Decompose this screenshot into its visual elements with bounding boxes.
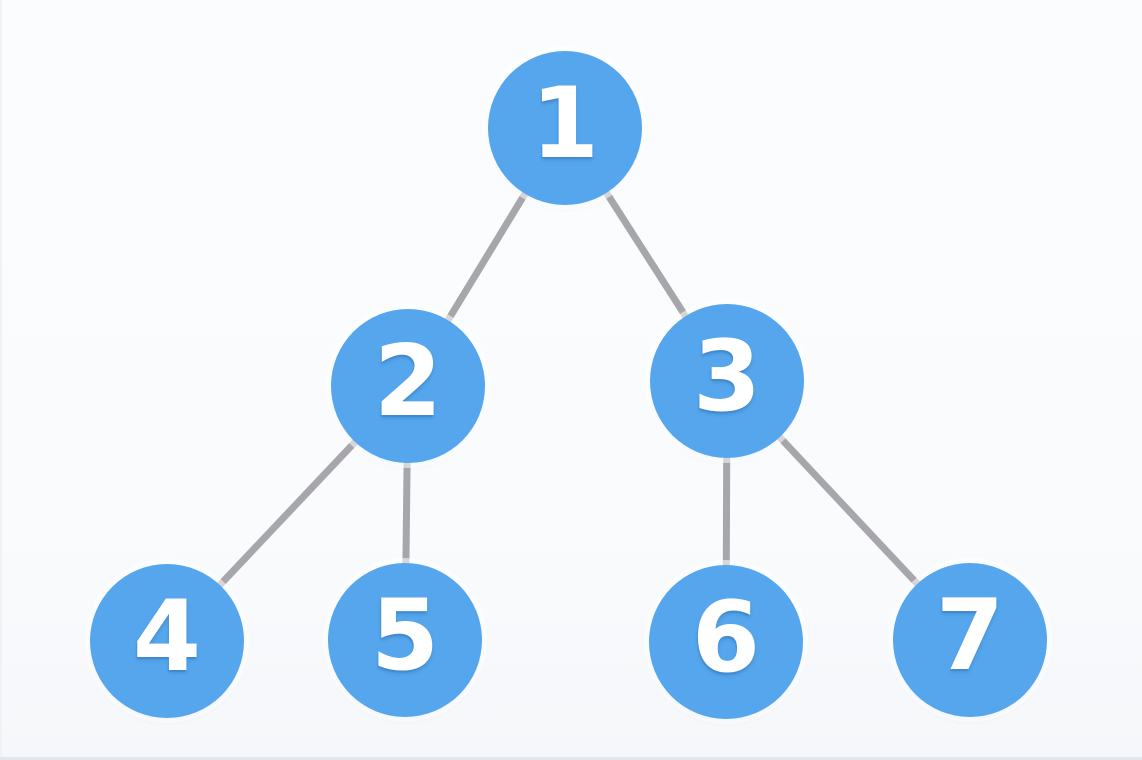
- node-label: 1: [530, 67, 600, 181]
- node-label: 2: [373, 325, 443, 439]
- node-label: 7: [935, 579, 1005, 693]
- tree-node-3: 3: [650, 304, 804, 458]
- tree-node-4: 4: [90, 564, 244, 718]
- node-label: 3: [692, 320, 762, 434]
- tree-node-5: 5: [328, 563, 482, 717]
- node-label: 5: [370, 579, 440, 693]
- node-label: 6: [691, 581, 761, 695]
- tree-node-1: 1: [488, 51, 642, 205]
- tree-node-2: 2: [331, 309, 485, 463]
- node-label: 4: [132, 580, 202, 694]
- tree-node-7: 7: [893, 563, 1047, 717]
- tree-node-6: 6: [649, 565, 803, 719]
